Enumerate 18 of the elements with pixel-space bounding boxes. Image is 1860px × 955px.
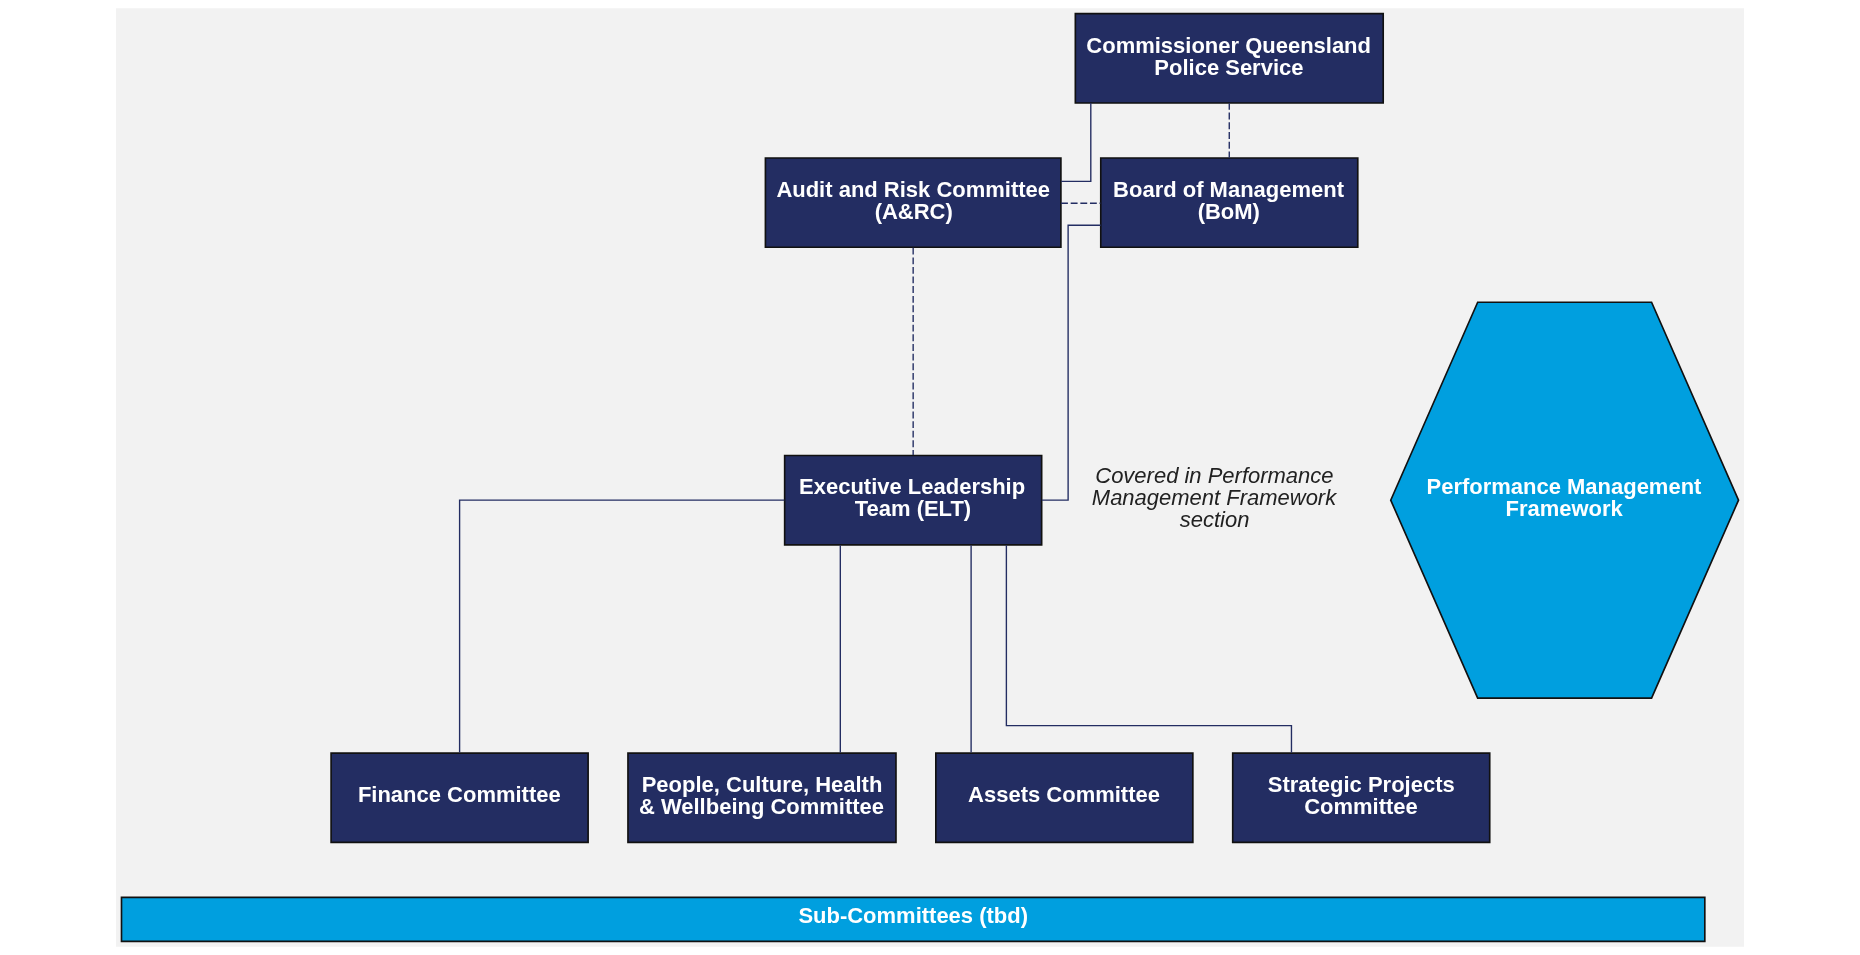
node-box: People, Culture, Health & Wellbeing Committee (627, 752, 897, 844)
connector (1060, 102, 1092, 182)
connector (1228, 102, 1230, 159)
connector (839, 544, 841, 754)
node-box: Commissioner Queensland Police Service (1074, 12, 1385, 104)
node-box: Sub-Committees (tbd) (120, 896, 1706, 943)
connector (1041, 224, 1102, 501)
node-box: Assets Committee (935, 752, 1194, 844)
connector (970, 544, 972, 754)
node-box: Finance Committee (330, 752, 589, 844)
node-box: Audit and Risk Committee (A&RC) (764, 157, 1062, 249)
node-box: Executive Leadership Team (ELT) (783, 454, 1043, 546)
node-label: Covered in Performance Management Framework section (1091, 463, 1337, 533)
node-box: Board of Management (BoM) (1099, 157, 1359, 249)
node-box: Strategic Projects Committee (1231, 752, 1491, 844)
connector (1005, 544, 1293, 754)
connector (912, 247, 914, 456)
connector (458, 499, 786, 754)
